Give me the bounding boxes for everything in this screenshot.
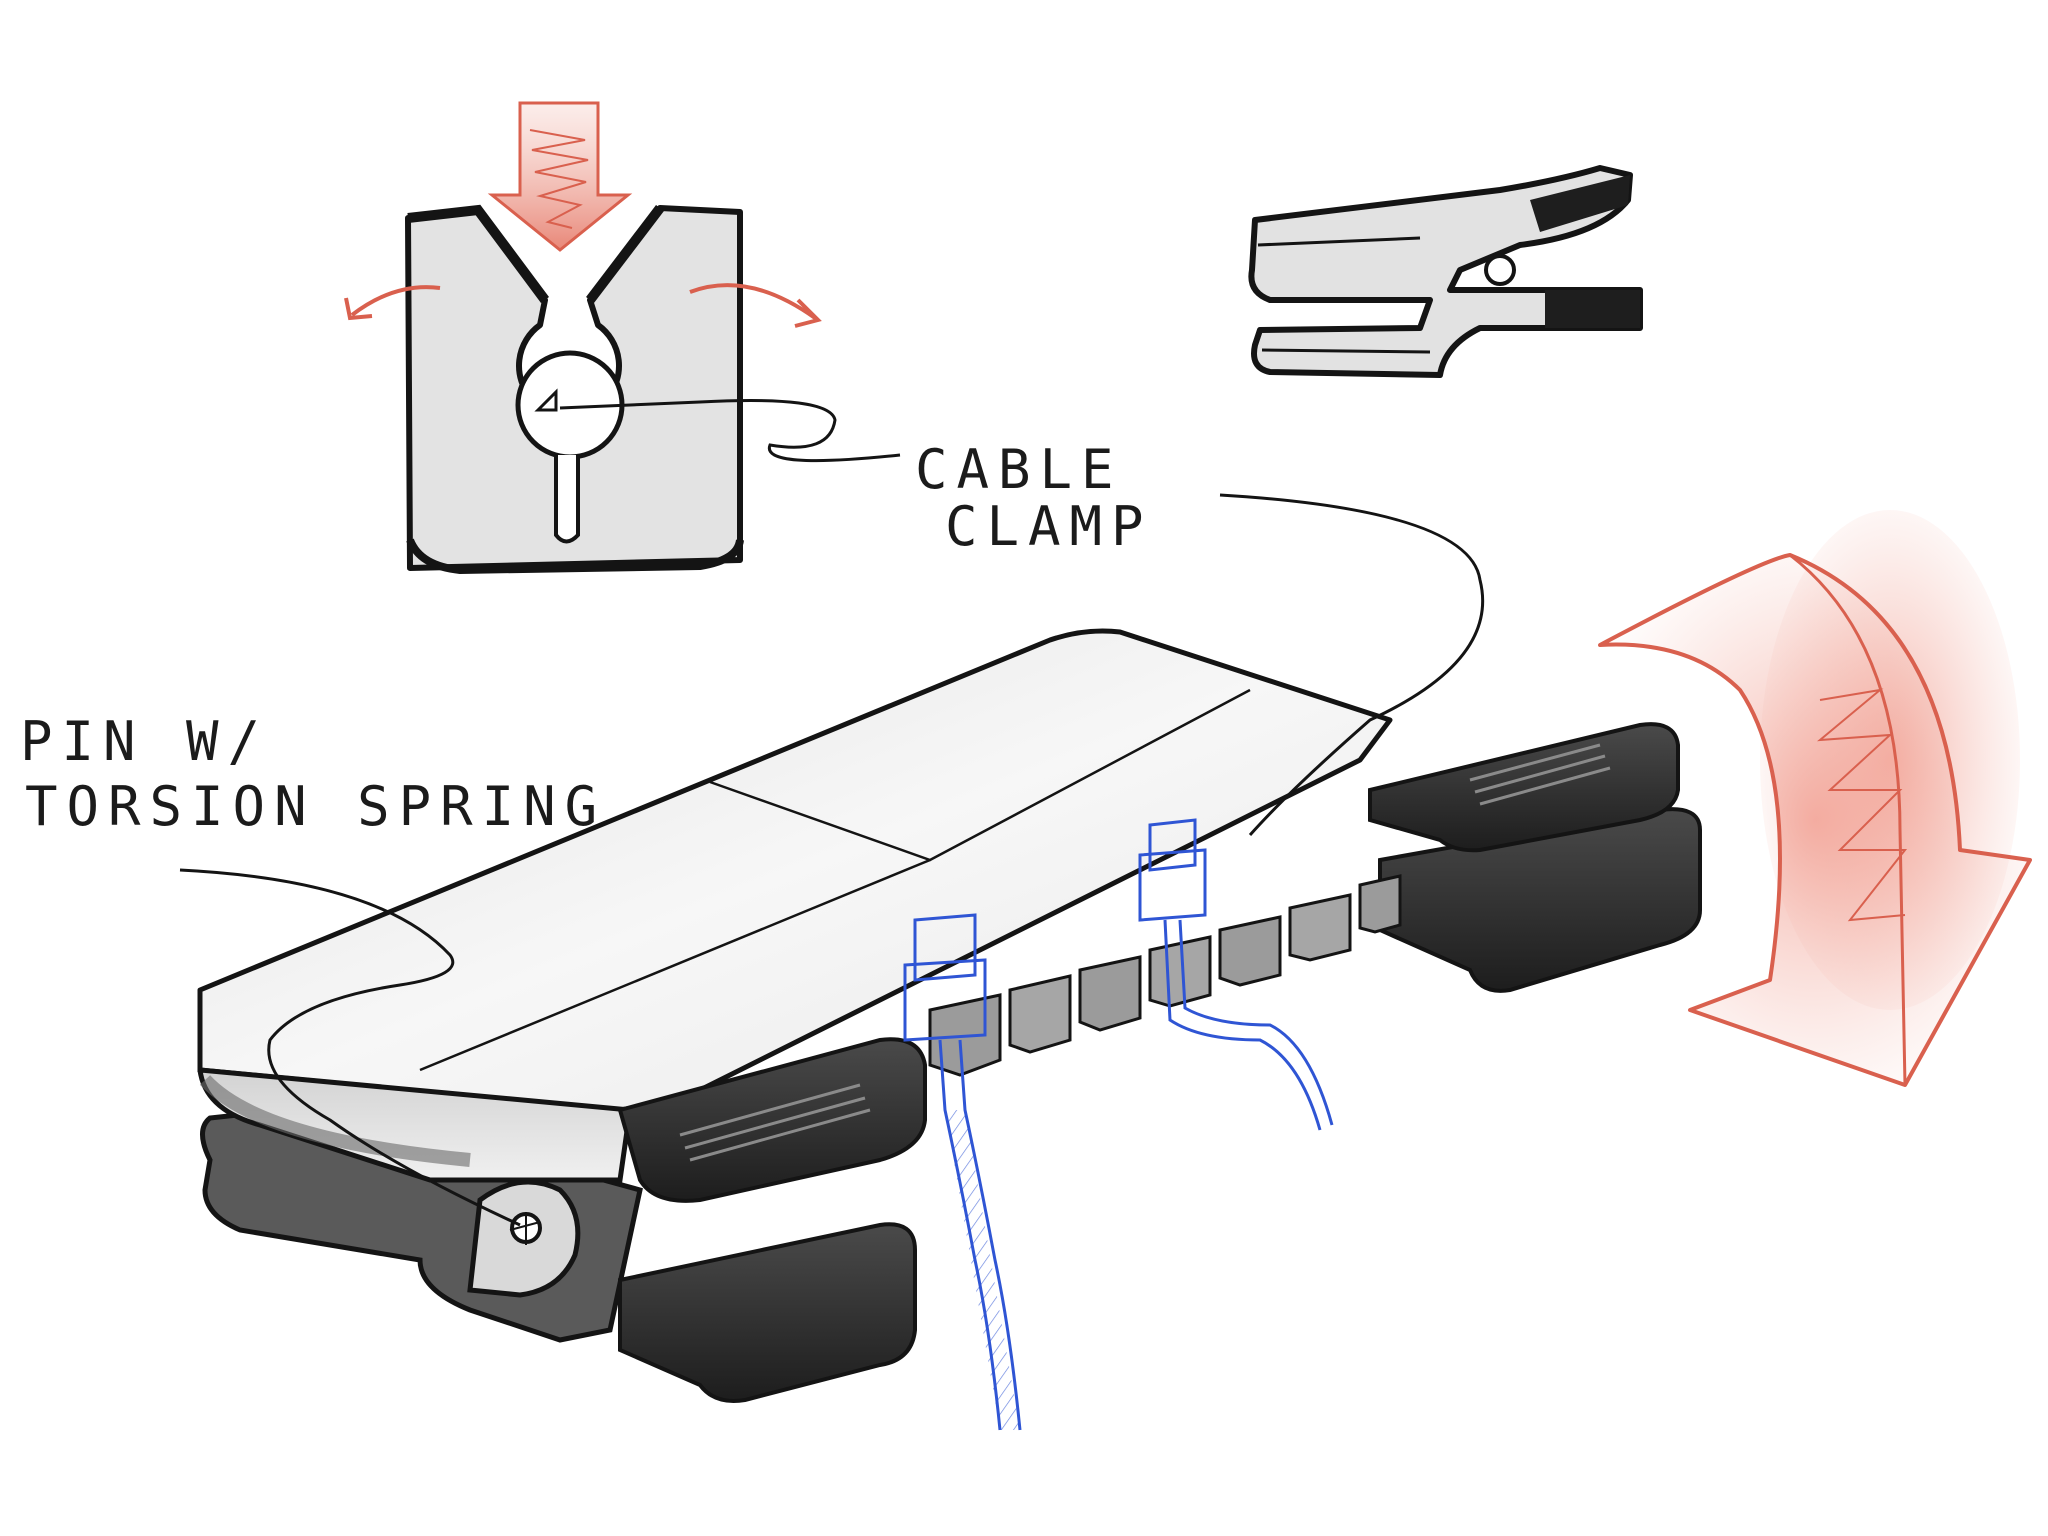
lower-pad-right xyxy=(1378,807,1702,993)
leader-cable-clamp-to-detail xyxy=(559,398,901,463)
clothespin-pivot xyxy=(1484,254,1516,286)
label-cable-clamp-line1: CABLE xyxy=(915,438,1123,501)
bar-top-face xyxy=(197,628,1393,1113)
leader-pin-to-knuckle xyxy=(179,868,521,1227)
upper-pad-left xyxy=(617,1037,927,1203)
usb-cable-right xyxy=(1138,818,1334,1131)
leader-cable-clamp-to-bar xyxy=(1219,493,1485,836)
push-down-arrow xyxy=(487,101,633,252)
lower-pad-left xyxy=(618,1222,917,1403)
label-pin-line2: TORSION SPRING xyxy=(25,775,606,838)
label-pin-line1: PIN W/ xyxy=(20,710,269,773)
v-notch-clip-detail xyxy=(344,101,822,575)
usb-cable-left xyxy=(903,913,1022,1431)
label-cable-clamp-line2: CLAMP xyxy=(945,495,1153,558)
spread-arrow-right xyxy=(689,283,817,320)
rotation-arrow xyxy=(1598,510,2032,1087)
clamp-bar-assembly xyxy=(197,628,1702,1431)
spread-arrow-left xyxy=(350,285,441,317)
clothespin-side-view xyxy=(1248,165,1643,378)
